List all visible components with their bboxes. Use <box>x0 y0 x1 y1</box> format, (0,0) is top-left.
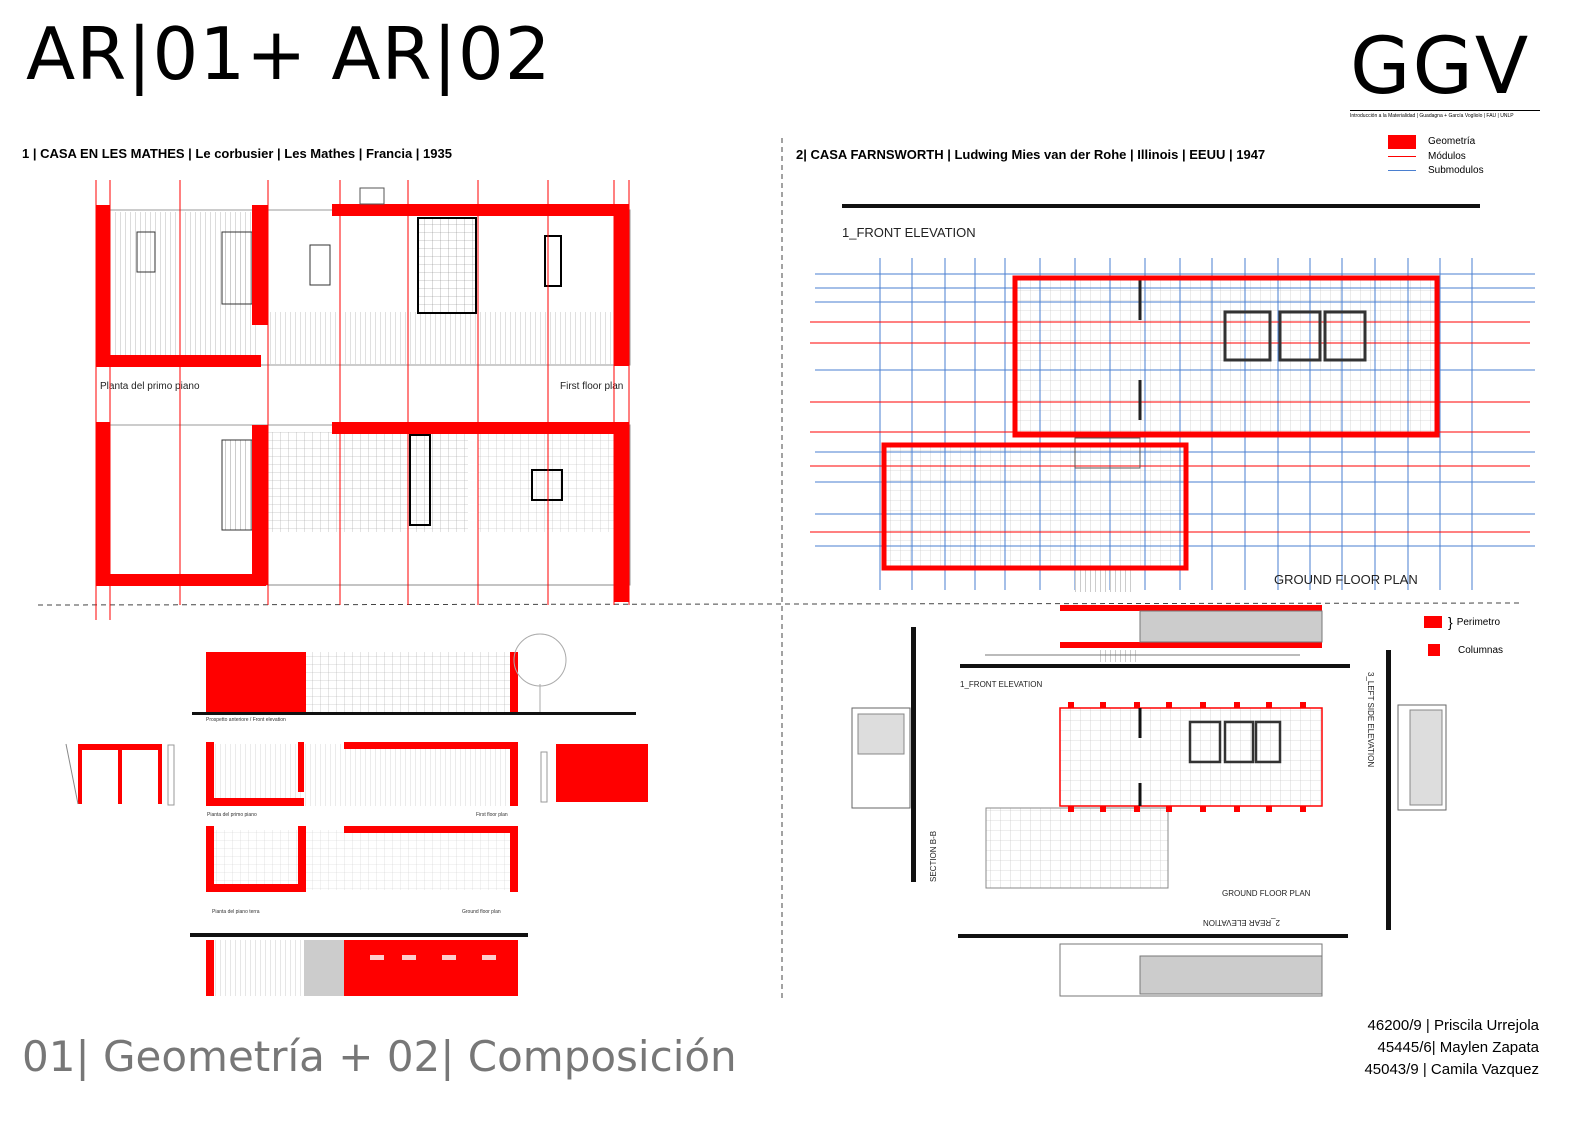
label-ground-floor-plan-small: GROUND FLOOR PLAN <box>1222 889 1311 898</box>
legend-item-perimetro: } Perimetro <box>1424 608 1503 636</box>
logo-subtitle: Introducción a la Materialidad | Guadagn… <box>1350 110 1540 119</box>
front-elevation-bar <box>842 204 1480 208</box>
legend-swatch <box>1424 616 1442 628</box>
les-mathes-rear-elevation <box>190 933 528 996</box>
label-prospetto-anteriore: Prospetto anteriore / Front elevation <box>206 717 286 723</box>
legend-label: Columnas <box>1458 644 1504 656</box>
page-title: AR|01+ AR|02 <box>26 12 552 96</box>
legend-label: Geometría <box>1428 136 1476 147</box>
farnsworth-front-elevation-small <box>960 605 1350 668</box>
label-rear-elevation: 2_REAR ELEVATION <box>1203 918 1280 927</box>
project-2-caption: 2| CASA FARNSWORTH | Ludwing Mies van de… <box>796 147 1266 162</box>
credit-line: 46200/9 | Priscila Urrejola <box>1367 1017 1539 1034</box>
legend-item-columnas: Columnas <box>1424 636 1503 664</box>
legend-swatch <box>1428 644 1440 656</box>
farnsworth-plan-small <box>985 702 1323 889</box>
legend-swatch <box>1388 155 1416 157</box>
credit-line: 45043/9 | Camila Vazquez <box>1364 1061 1539 1078</box>
label-ground-floor-plan-big: GROUND FLOOR PLAN <box>1274 572 1418 587</box>
legend-item-submodulos: Submodulos <box>1388 163 1484 177</box>
legend-label: Submodulos <box>1428 164 1484 176</box>
legend-bottom: } Perimetro Columnas <box>1424 608 1503 664</box>
credits: 46200/9 | Priscila Urrejola 45445/6| May… <box>1364 1015 1539 1081</box>
label-left-side-elevation: 3_LEFT SIDE ELEVATION <box>1366 672 1375 767</box>
legend-label: Módulos <box>1428 150 1466 162</box>
legend-label: Perimetro <box>1456 616 1501 628</box>
les-mathes-small-plan-1 <box>206 742 518 806</box>
farnsworth-side-elevations <box>851 627 1447 930</box>
label-front-elevation-small: 1_FRONT ELEVATION <box>960 680 1042 689</box>
credit-line: 45445/6| Maylen Zapata <box>1377 1039 1539 1056</box>
footer-title: 01| Geometría + 02| Composición <box>22 1032 737 1081</box>
label-first-floor-plan-small: First floor plan <box>476 812 508 818</box>
les-mathes-front-elevation <box>192 633 636 715</box>
les-mathes-modules <box>95 180 630 620</box>
legend-swatch <box>1388 169 1416 171</box>
legend-top: Geometría Módulos Submodulos <box>1388 134 1484 177</box>
les-mathes-plan-upper <box>96 187 631 367</box>
legend-item-geometria: Geometría <box>1388 134 1484 149</box>
label-first-floor-plan: First floor plan <box>560 381 623 392</box>
label-front-elevation-big: 1_FRONT ELEVATION <box>842 225 976 240</box>
legend-item-modulos: Módulos <box>1388 149 1484 163</box>
project-1-caption: 1 | CASA EN LES MATHES | Le corbusier | … <box>22 146 452 161</box>
label-ground-floor-plan-les: Ground floor plan <box>462 909 501 915</box>
les-mathes-small-plan-2 <box>206 826 518 892</box>
legend-swatch <box>1388 134 1416 149</box>
farnsworth-rear-elevation <box>958 934 1348 997</box>
les-mathes-side-elevations <box>65 743 648 806</box>
label-section-bb: SECTION B-B <box>929 831 938 882</box>
label-pianta-primo-piano-small: Pianta del primo piano <box>207 812 257 818</box>
ggv-logo: GGV <box>1350 22 1531 112</box>
label-pianta-piano-terra: Pianta del piano terra <box>212 909 260 915</box>
dividers <box>37 138 1521 998</box>
les-mathes-plan-lower <box>96 422 631 602</box>
label-planta-primo-piano: Planta del primo piano <box>100 381 200 392</box>
farnsworth-grid <box>810 258 1535 592</box>
